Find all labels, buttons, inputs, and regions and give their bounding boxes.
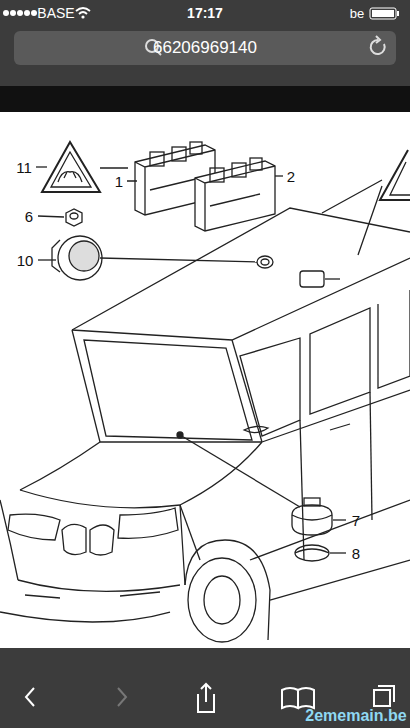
callout-number: 7 [352,513,360,528]
callout-number: 6 [25,209,33,224]
cover [295,545,329,561]
signal-dots [3,10,37,16]
callout-number: 8 [352,546,360,561]
carrier-name: BASE [37,6,74,20]
alarm-module [195,161,275,231]
tilt-sensor [292,505,332,535]
callout-number: 2 [287,169,295,184]
callout-number: 10 [17,253,34,268]
toolbar [0,648,410,728]
roof-sensor [257,256,273,268]
watermark: 2ememain.be [305,708,406,724]
parts [0,142,410,642]
nut [66,209,82,226]
callout-number: 1 [115,174,123,189]
interior-sensor [300,271,324,287]
battery-icon [370,8,396,19]
callout-number: 11 [16,160,32,175]
url-field [14,31,396,65]
reload-icon [371,36,385,54]
page-band [0,86,410,112]
url-field: 66206969140 [14,31,396,65]
status-text: be [350,7,364,20]
clock: 17:17 [187,6,223,20]
url-text: 66206969140 [153,38,257,58]
siren [58,236,102,280]
browser-bar [0,0,410,86]
warning-triangle [42,142,100,192]
car-outline [0,208,410,642]
wifi-icon [76,8,90,14]
